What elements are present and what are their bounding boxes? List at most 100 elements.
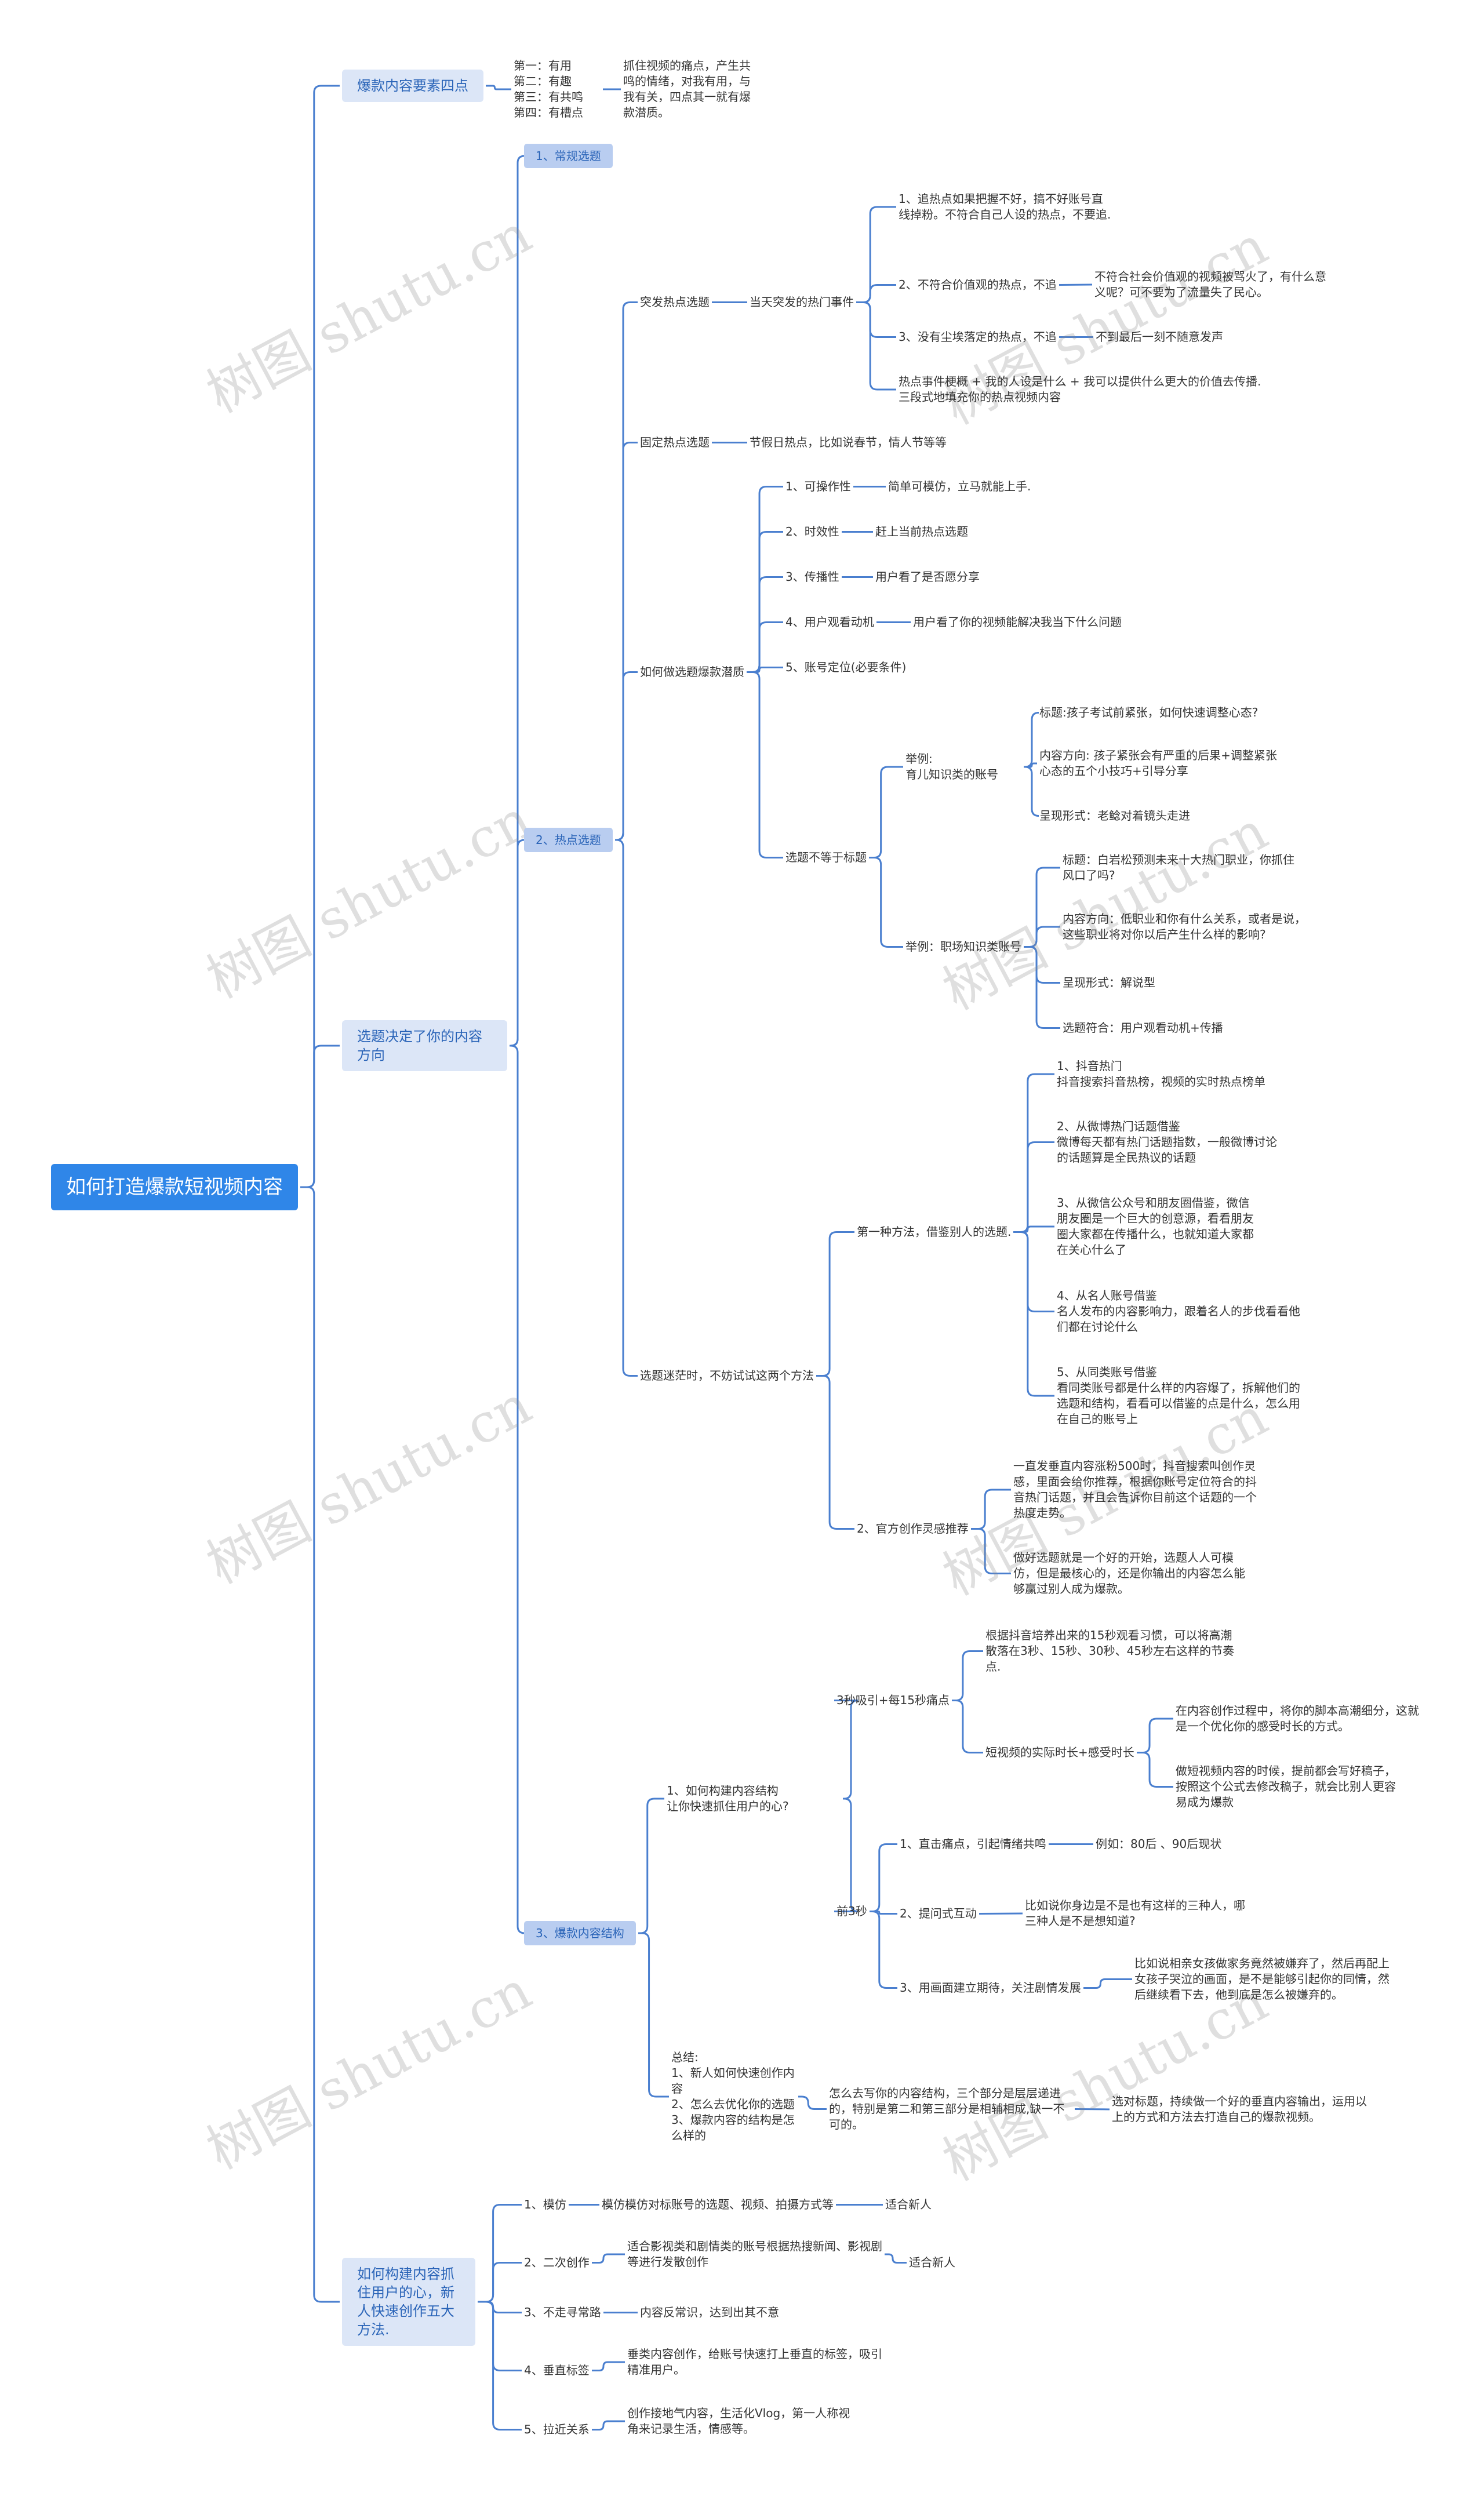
method-relate[interactable]: 5、拉近关系 xyxy=(524,2422,590,2436)
method-imitate-desc[interactable]: 模仿模仿对标账号的选题、视频、拍摄方式等 xyxy=(602,2197,834,2211)
method-borrow-celebrity[interactable]: 4、从名人账号借鉴 名人发布的内容影响力，跟着名人的步伐看看他们都在讨论什么 xyxy=(1057,1289,1300,1334)
topic-confused[interactable]: 选题迷茫时，不妨试试这两个方法 xyxy=(640,1369,814,1382)
connector-line xyxy=(816,1231,854,1377)
sudden-hot-topic-desc[interactable]: 当天突发的热门事件 xyxy=(750,295,854,309)
hot-rule-3[interactable]: 3、没有尘埃落定的热点，不追 xyxy=(899,330,1057,344)
connector-line xyxy=(834,1798,859,1912)
summary-advice[interactable]: 选对标题，持续做一个好的垂直内容输出，运用以上的方式和方法去打造自己的爆款视频。 xyxy=(1112,2094,1367,2124)
potential-1[interactable]: 1、可操作性 xyxy=(785,479,851,493)
method-borrow-wechat[interactable]: 3、从微信公众号和朋友圈借鉴，微信朋友圈是一个巨大的创意源，看看朋友圈大家都在传… xyxy=(1057,1196,1254,1257)
connector-line xyxy=(592,2420,625,2430)
connector-line xyxy=(869,857,903,948)
method-borrow-douyin[interactable]: 1、抖音热门 抖音搜索抖音热榜，视频的实时热点榜单 xyxy=(1057,1059,1265,1089)
example-parenting-title[interactable]: 标题:孩子考试前紧张，如何快速调整心态? xyxy=(1039,705,1259,719)
connector-line xyxy=(1074,2108,1110,2111)
regular-topic[interactable]: 1、常规选题 xyxy=(524,144,613,168)
method-unusual[interactable]: 3、不走寻常路 xyxy=(524,2305,601,2319)
first-3s-visual-desc[interactable]: 比如说相亲女孩做家务竟然被嫌弃了，然后再配上女孩子哭泣的画面，是不是能够引起你的… xyxy=(1134,1956,1390,2002)
example-parenting-form[interactable]: 呈现形式：老鲶对着镜头走进 xyxy=(1039,809,1190,823)
method-unusual-desc[interactable]: 内容反常识，达到出其不意 xyxy=(640,2305,779,2319)
connector-line xyxy=(1024,867,1060,948)
method-official[interactable]: 2、官方创作灵感推荐 xyxy=(857,1522,969,1536)
structure-question[interactable]: 1、如何构建内容结构 让你快速抓住用户的心? xyxy=(667,1784,789,1813)
connector-line xyxy=(870,1911,897,1989)
connector-line xyxy=(971,1489,1011,1530)
connector-line xyxy=(300,1045,340,1188)
method-recreate-desc[interactable]: 适合影视类和剧情类的账号根据热搜新闻、影视剧等进行发散创作 xyxy=(627,2239,882,2269)
branch-five-methods[interactable]: 如何构建内容抓住用户的心，新人快速创作五大方法. xyxy=(342,2258,475,2346)
example-workplace-fit[interactable]: 选题符合：用户观看动机+传播 xyxy=(1063,1021,1223,1035)
first-3s[interactable]: 前3秒 xyxy=(836,1904,867,1918)
method-imitate-fit[interactable]: 适合新人 xyxy=(885,2197,932,2211)
example-workplace-form[interactable]: 呈现形式：解说型 xyxy=(1063,976,1155,989)
hot-formula[interactable]: 热点事件梗概 + 我的人设是什么 + 我可以提供什么更大的价值去传播. 三段式地… xyxy=(899,374,1261,404)
method-vertical-desc[interactable]: 垂类内容创作，给账号快速打上垂直的标签，吸引精准用户。 xyxy=(627,2347,882,2377)
example-parenting[interactable]: 举例: 育儿知识类的账号 xyxy=(905,752,998,781)
method-relate-desc[interactable]: 创作接地气内容，生活化Vlog，第一人称视角来记录生活，情感等。 xyxy=(627,2406,850,2436)
branch-viral-elements[interactable]: 爆款内容要素四点 xyxy=(342,70,483,102)
connector-line xyxy=(1024,946,1060,1029)
hook-duration-2[interactable]: 做短视频内容的时候，提前都会写好稿子，按照这个公式去修改稿子，就会比别人更容易成… xyxy=(1176,1764,1396,1809)
method-borrow[interactable]: 第一种方法，借鉴别人的选题. xyxy=(857,1225,1012,1239)
example-workplace[interactable]: 举例：职场知识类账号 xyxy=(905,940,1021,954)
potential-3[interactable]: 3、传播性 xyxy=(785,570,839,584)
summary[interactable]: 总结: 1、新人如何快速创作内容 2、怎么去优化你的选题 3、爆款内容的结构是怎… xyxy=(671,2050,795,2142)
method-recreate-fit[interactable]: 适合新人 xyxy=(909,2255,955,2269)
hot-rule-1[interactable]: 1、追热点如果把握不好，搞不好账号直线掉粉。不符合自己人设的热点，不要追. xyxy=(899,192,1111,221)
hook-3s-15s[interactable]: 3秒吸引+每15秒痛点 xyxy=(836,1693,950,1707)
viral-structure[interactable]: 3、爆款内容结构 xyxy=(524,1921,636,1945)
method-official-core[interactable]: 做好选题就是一个好的开始，选题人人可模仿，但是最核心的，还是你输出的内容怎么能够… xyxy=(1013,1551,1245,1596)
sudden-hot-topic[interactable]: 突发热点选题 xyxy=(640,295,710,309)
method-borrow-weibo[interactable]: 2、从微博热门话题借鉴 微博每天都有热门话题指数，一般微博讨论的话题算是全民热议… xyxy=(1057,1119,1277,1165)
potential-5[interactable]: 5、账号定位(必要条件) xyxy=(785,660,907,674)
method-recreate[interactable]: 2、二次创作 xyxy=(524,2255,590,2269)
connector-line xyxy=(747,531,783,673)
connector-line xyxy=(1024,946,1060,984)
potential-2-desc[interactable]: 赶上当前热点选题 xyxy=(875,525,968,539)
connector-line xyxy=(615,301,638,841)
potential-3-desc[interactable]: 用户看了是否愿分享 xyxy=(875,570,980,584)
four-elements-desc[interactable]: 抓住视频的痛点，产生共鸣的情绪，对我有用，与我有关，四点其一就有爆款潜质。 xyxy=(623,59,751,119)
hot-topic[interactable]: 2、热点选题 xyxy=(524,828,613,852)
hot-rule-2[interactable]: 2、不符合价值观的热点，不追 xyxy=(899,278,1057,292)
summary-structure[interactable]: 怎么去写你的内容结构，三个部分是层层递进的，特别是第二和第三部分是相辅相成,缺一… xyxy=(829,2086,1065,2131)
first-3s-question-desc[interactable]: 比如说你身边是不是也有这样的三种人，哪三种人是不是想知道? xyxy=(1025,1898,1245,1928)
first-3s-visual[interactable]: 3、用画面建立期待，关注剧情发展 xyxy=(900,1981,1081,1995)
hook-duration[interactable]: 短视频的实际时长+感受时长 xyxy=(985,1745,1134,1759)
topic-potential[interactable]: 如何做选题爆款潜质 xyxy=(640,665,744,679)
method-imitate[interactable]: 1、模仿 xyxy=(524,2197,566,2211)
connector-line xyxy=(300,85,340,1188)
method-vertical[interactable]: 4、垂直标签 xyxy=(524,2363,590,2377)
connector-line xyxy=(478,2301,522,2430)
hook-duration-1[interactable]: 在内容创作过程中，将你的脚本高潮细分，这就是一个优化你的感受时长的方式。 xyxy=(1176,1704,1419,1733)
potential-4-desc[interactable]: 用户看了你的视频能解决我当下什么问题 xyxy=(913,615,1122,629)
root-node[interactable]: 如何打造爆款短视频内容 xyxy=(51,1164,298,1210)
hook-rhythm[interactable]: 根据抖音培养出来的15秒观看习惯，可以将高潮散落在3秒、15秒、30秒、45秒左… xyxy=(985,1628,1235,1673)
connector-line xyxy=(952,1700,983,1753)
branch-topic-direction[interactable]: 选题决定了你的内容方向 xyxy=(342,1020,507,1071)
first-3s-pain[interactable]: 1、直击痛点，引起情绪共鸣 xyxy=(900,1837,1046,1851)
connector-line xyxy=(478,2262,522,2303)
connector-line xyxy=(638,1798,664,1934)
connector-line xyxy=(856,301,896,338)
connector-line xyxy=(870,1911,897,1915)
fixed-hot-topic-desc[interactable]: 节假日热点，比如说春节，情人节等等 xyxy=(750,435,947,449)
hot-rule-2-desc[interactable]: 不符合社会价值观的视频被骂火了，有什么意义呢？可不要为了流量失了民心。 xyxy=(1094,270,1326,299)
connector-line xyxy=(747,576,783,673)
example-workplace-title[interactable]: 标题：白岩松预测未来十大热门职业，你抓住风口了吗? xyxy=(1063,853,1294,882)
connector-line xyxy=(971,1528,1011,1574)
first-3s-pain-desc[interactable]: 例如：80后 、90后现状 xyxy=(1096,1837,1222,1851)
example-workplace-content[interactable]: 内容方向：低职业和你有什么关系，或者是说，这些职业将对你以后产生什么样的影响? xyxy=(1063,912,1306,941)
potential-4[interactable]: 4、用户观看动机 xyxy=(785,615,874,629)
method-official-desc[interactable]: 一直发垂直内容涨粉500时，抖音搜索叫创作灵感，里面会给你推荐，根据你账号定位符… xyxy=(1013,1459,1257,1520)
potential-1-desc[interactable]: 简单可模仿，立马就能上手. xyxy=(888,479,1031,493)
method-borrow-peers[interactable]: 5、从同类账号借鉴 看同类账号都是什么样的内容爆了，拆解他们的选题和结构，看看可… xyxy=(1057,1365,1300,1426)
fixed-hot-topic[interactable]: 固定热点选题 xyxy=(640,435,710,449)
hot-rule-3-desc[interactable]: 不到最后一刻不随意发声 xyxy=(1096,330,1223,344)
topic-not-title[interactable]: 选题不等于标题 xyxy=(785,850,867,864)
four-elements-list[interactable]: 第一：有用 第二：有趣 第三：有共鸣 第四：有槽点 xyxy=(514,59,583,119)
potential-2[interactable]: 2、时效性 xyxy=(785,525,839,539)
first-3s-question[interactable]: 2、提问式互动 xyxy=(900,1906,977,1920)
example-parenting-content[interactable]: 内容方向: 孩子紧张会有严重的后果+调整紧张心态的五个小技巧+引导分享 xyxy=(1039,748,1277,778)
connector-line xyxy=(856,206,896,303)
